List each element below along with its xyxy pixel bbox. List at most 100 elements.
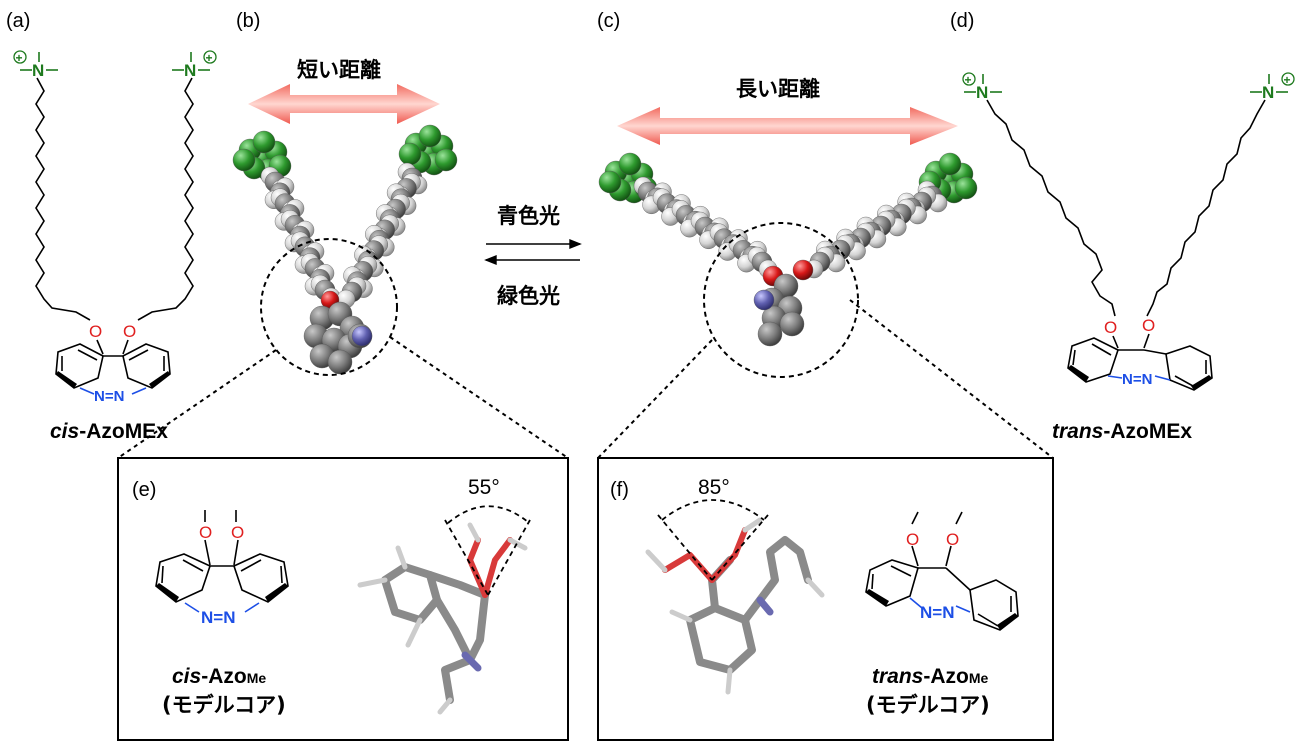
wedge-bond: [866, 589, 889, 606]
methyl-sphere: [252, 130, 276, 154]
green-light-label: 緑色光: [497, 284, 560, 308]
methyl-sphere: [232, 148, 256, 172]
wedge-bond: [265, 583, 288, 602]
bond-stick: [662, 552, 715, 583]
methyl-sphere: [598, 170, 622, 194]
bond-stick: [669, 609, 693, 623]
oxygen-right: O: [1142, 316, 1155, 335]
ring-sphere: [757, 321, 783, 347]
oxygen-left: O: [1104, 318, 1117, 337]
ammonium-n-right: N: [1262, 83, 1274, 102]
trans-model-core-label: (モデルコア): [866, 693, 990, 717]
methyl-sphere: [434, 148, 458, 172]
short-distance-arrow: [248, 84, 440, 124]
bond-stick: [395, 545, 408, 570]
bond-stick: [357, 577, 388, 588]
bond-stick: [466, 591, 489, 664]
oxygen-left: O: [906, 530, 919, 549]
panel-label-c: (c): [597, 10, 620, 32]
plus-charge-left: +: [965, 73, 972, 87]
angle-guide-line: [444, 519, 489, 596]
bond-stick: [709, 527, 748, 583]
ammonium-n-left: N: [976, 83, 988, 102]
long-distance-label: 長い距離: [736, 77, 820, 101]
trans-azomex-name: trans-AzoMEx: [1052, 420, 1192, 443]
zoom-line: [849, 299, 1054, 459]
cis-azomex-name: cis-AzoMEx: [50, 420, 168, 443]
methyl-sphere: [618, 152, 642, 176]
wedge-bond: [156, 583, 179, 602]
wedge-bond: [1191, 375, 1212, 390]
bond-stick: [645, 549, 668, 573]
bond-stick: [741, 536, 812, 624]
plus-charge-icon: [962, 72, 976, 86]
cis-angle-label: 55°: [468, 476, 500, 499]
cis-model-core-label: (モデルコア): [162, 693, 286, 717]
bond-stick: [467, 537, 488, 598]
ring-sphere: [779, 311, 805, 337]
long-distance-arrow: [617, 107, 958, 145]
bond-stick: [426, 571, 489, 599]
blue-light-label: 青色光: [497, 204, 560, 228]
oxygen-right: O: [231, 523, 244, 542]
panel-label-f: (f): [610, 479, 629, 501]
wedge-bond: [149, 371, 170, 388]
wedge-bond: [997, 613, 1018, 630]
bond-stick: [437, 697, 453, 715]
angle-arc: [661, 499, 765, 521]
bond-stick: [756, 596, 774, 616]
angle-arc: [447, 505, 529, 524]
panel-label-e: (e): [132, 479, 156, 501]
zoom-circle-trans: [703, 222, 859, 378]
wedge-bond: [56, 371, 77, 388]
azo-label-trans-model: N=N: [920, 603, 954, 622]
methyl-sphere: [954, 176, 978, 200]
zoom-line: [597, 339, 713, 459]
azo-label-cis: N=N: [94, 388, 124, 405]
cis-azomex-structure: [20, 52, 210, 395]
panel-label-a: (a): [6, 10, 30, 32]
bond-stick: [461, 651, 482, 672]
bond-stick: [742, 517, 763, 533]
nitrogen-sphere: [351, 325, 373, 347]
methyl-sphere: [398, 142, 422, 166]
wedge-bond: [1068, 365, 1089, 382]
oxygen-left: O: [199, 523, 212, 542]
plus-charge-right: +: [206, 51, 213, 65]
trans-stick-model: [645, 499, 825, 695]
bond-stick: [405, 617, 423, 648]
oxygen-right: O: [123, 322, 136, 341]
bond-stick: [467, 522, 481, 543]
oxygen-right: O: [946, 530, 959, 549]
oxygen-left: O: [89, 322, 102, 341]
zoom-line: [389, 336, 569, 459]
plus-charge-left: +: [16, 51, 23, 65]
panel-e-box: [117, 457, 569, 741]
trans-azomex-structure: [964, 74, 1288, 391]
equilibrium-arrows: [484, 238, 582, 266]
bond-stick: [805, 577, 825, 598]
oxygen-sphere: [792, 259, 814, 281]
methyl-sphere: [418, 124, 442, 148]
trans-angle-label: 85°: [698, 476, 730, 499]
plus-charge-icon: [1281, 72, 1295, 86]
cis-stick-model: [357, 505, 531, 715]
azo-label-cis-model: N=N: [201, 608, 235, 627]
cis-azome-name: cis-AzoMe: [172, 665, 266, 688]
azo-label-trans: N=N: [1122, 371, 1152, 388]
bond-stick: [433, 596, 474, 704]
ammonium-n-left: N: [32, 61, 44, 80]
ammonium-n-right: N: [184, 61, 196, 80]
panel-label-d: (d): [950, 10, 974, 32]
methyl-sphere: [938, 152, 962, 176]
panel-f-box: [597, 457, 1054, 741]
panel-label-b: (b): [236, 10, 260, 32]
short-distance-label: 短い距離: [297, 58, 381, 82]
plus-charge-right: +: [1284, 73, 1291, 87]
trans-space-filling-model: [598, 152, 978, 347]
bond-stick: [482, 537, 513, 598]
bond-stick: [725, 667, 733, 695]
trans-azome-name: trans-AzoMe: [872, 665, 989, 688]
plus-charge-icon: [203, 50, 217, 64]
